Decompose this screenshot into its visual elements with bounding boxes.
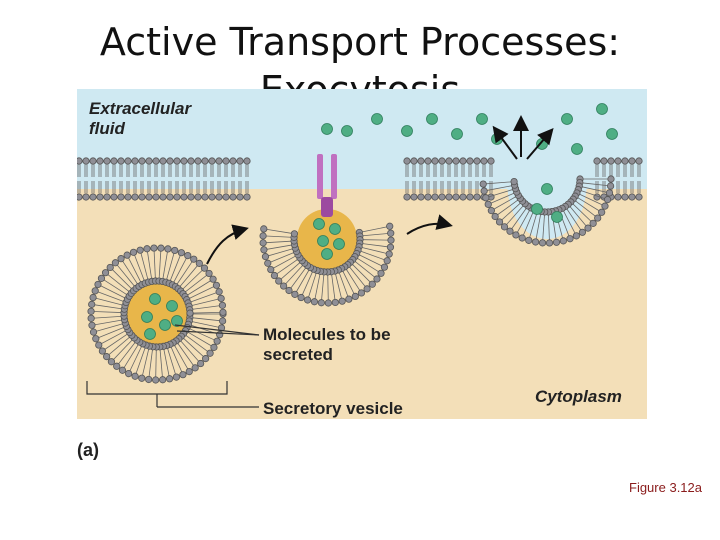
fusion-protein: [317, 154, 337, 217]
label-molecules-to-be-secreted: Molecules to be secreted: [263, 325, 391, 364]
label-extracellular-fluid: Extracellular fluid: [89, 99, 192, 138]
leader-molecules-1: [174, 324, 260, 336]
exocytosis-diagram: Extracellular fluid Cytoplasm Molecules …: [77, 89, 647, 419]
leader-molecules-2: [176, 330, 260, 336]
secretory-vesicle: [87, 244, 227, 384]
plasma-membrane: [77, 157, 643, 201]
diagram-canvas: [77, 89, 647, 419]
figure-reference: Figure 3.12a: [629, 480, 702, 495]
label-secretory-vesicle: Secretory vesicle: [263, 399, 403, 418]
title-line-1: Active Transport Processes:: [99, 20, 621, 64]
label-cytoplasm: Cytoplasm: [535, 387, 622, 406]
secreted-molecules: [141, 103, 618, 340]
arrow-release-3: [526, 127, 554, 160]
part-label: (a): [77, 440, 99, 460]
arrow-vesicle-to-membrane: [206, 224, 249, 265]
arrow-release-1: [492, 125, 518, 160]
arrow-fusion: [406, 214, 453, 235]
